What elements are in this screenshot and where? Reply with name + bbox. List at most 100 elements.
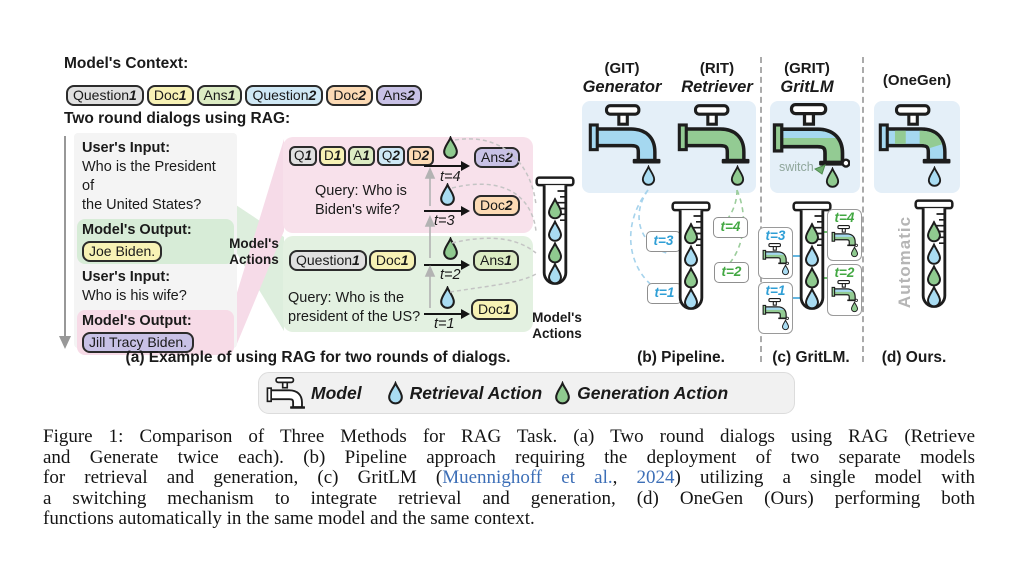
- generator-faucet-icon: [588, 104, 662, 166]
- chip-ans1-result: Ans1: [473, 250, 519, 271]
- arrow-t4: [424, 159, 470, 172]
- arrow-t2: [424, 258, 470, 271]
- onegen-drip-droplet: [927, 166, 942, 187]
- mini-faucet-icon: [762, 298, 789, 320]
- chip-doc1: Doc1: [146, 85, 194, 106]
- chip-ans2: Ans2: [376, 85, 422, 106]
- two-round-dialogs-label: Two round dialogs using RAG:: [64, 110, 291, 127]
- gritlm-t2-card: t=2: [827, 264, 862, 316]
- citation-year-link[interactable]: 2024: [636, 467, 675, 488]
- gritlm-t4-card: t=4: [827, 209, 862, 261]
- automatic-label: Automatic: [895, 215, 914, 309]
- citation-authors-link[interactable]: Muennighoff et al.: [442, 467, 613, 488]
- generator-title: (GIT) Generator: [582, 60, 662, 96]
- tube-a-actions-label: Model's Actions: [532, 310, 582, 341]
- retriever-faucet-icon: [677, 104, 751, 166]
- chip-d2: D2: [406, 146, 435, 166]
- caption-d: (d) Ours.: [881, 349, 947, 366]
- chip-doc2-result: Doc2: [473, 195, 520, 216]
- model-output1-value-chip: Joe Biden.: [82, 241, 163, 262]
- chip-doc2: Doc2: [326, 85, 374, 106]
- pipeline-t4-badge: t=4: [713, 217, 748, 238]
- caption-line1: Figure 1: Comparison of Three Methods fo…: [43, 426, 975, 447]
- round2-query-text: Query: Who is Biden's wife?: [315, 183, 407, 218]
- pipeline-t2-badge: t=2: [714, 262, 749, 283]
- test-tube-a: [535, 176, 575, 306]
- chip-doc1-r1: Doc1: [368, 250, 416, 271]
- chip-q2: Q2: [376, 146, 405, 166]
- caption-line2: and Generate twice each). (b) Pipeline a…: [43, 446, 975, 468]
- t3-label: t=3: [434, 213, 455, 229]
- arrow-t1: [424, 307, 470, 320]
- chip-question2: Question2: [245, 85, 324, 106]
- flow-ribbons: [236, 139, 284, 346]
- model-output2-block: Model's Output: Jill Tracy Biden.: [77, 310, 234, 355]
- gritlm-faucet-icon: [772, 103, 850, 168]
- mini-faucet-icon: [762, 243, 789, 265]
- figure-caption: Figure 1: Comparison of Three Methods fo…: [43, 426, 975, 530]
- round1-context-chips: Question1 Doc1: [289, 250, 416, 271]
- legend-generation-label: Generation Action: [577, 382, 729, 403]
- test-tube-b: [671, 201, 711, 331]
- chip-ans1: Ans1: [196, 85, 243, 106]
- round2-context-chips: Q1 D1 A1 Q2 D2: [289, 146, 435, 166]
- separator-b-c: [760, 57, 762, 362]
- model-faucet-icon: [266, 377, 306, 410]
- pipeline-t1-badge: t=1: [647, 283, 682, 304]
- model-output2-label: Model's Output:: [82, 313, 192, 329]
- test-tube-d: [914, 199, 954, 329]
- round1-query-text: Query: Who is the president of the US?: [288, 290, 421, 325]
- model-output1-block: Model's Output: Joe Biden.: [77, 219, 234, 264]
- user-input1-text-line1: Who is the President of: [82, 159, 216, 194]
- chip-question1-r1: Question1: [289, 250, 367, 271]
- mini-droplet-generation: [850, 301, 859, 313]
- retrieval-droplet-icon: [387, 381, 403, 404]
- mini-faucet-icon: [831, 225, 858, 247]
- chip-question1: Question1: [66, 85, 144, 106]
- onegen-faucet-icon: [878, 104, 952, 166]
- caption-line3: for retrieval and generation, (c) GritLM…: [43, 467, 975, 488]
- caption-c: (c) GritLM.: [772, 349, 850, 366]
- mini-droplet-retrieval: [781, 319, 790, 331]
- legend-model-label: Model: [311, 382, 362, 403]
- mini-droplet-retrieval: [781, 264, 790, 276]
- model-actions-label: Model's Actions: [229, 236, 279, 267]
- mini-droplet-generation: [850, 246, 859, 258]
- caption-line4: a switching mechanism to integrate retri…: [43, 487, 975, 509]
- dialog-history-box: User's Input: Who is the President of th…: [74, 133, 237, 355]
- chip-d1: D1: [319, 146, 347, 166]
- context-chip-row: Question1 Doc1 Ans1 Question2 Doc2 Ans2: [66, 85, 422, 106]
- user-input2-label: User's Input:: [82, 269, 171, 285]
- model-output2-value-chip: Jill Tracy Biden.: [82, 332, 195, 353]
- model-context-label: Model's Context:: [64, 55, 189, 72]
- chip-doc1-result: Doc1: [471, 299, 518, 320]
- caption-line5: functions automatically in the same mode…: [43, 508, 535, 529]
- user-input1-label: User's Input:: [82, 140, 171, 156]
- generation-droplet-icon: [555, 381, 571, 404]
- arrow-t3: [424, 204, 470, 217]
- caption-a: (a) Example of using RAG for two rounds …: [125, 349, 511, 366]
- action-flow-curves-a: [450, 138, 537, 293]
- model-output1-label: Model's Output:: [82, 222, 192, 238]
- onegen-title: (OneGen): [882, 72, 952, 89]
- user-input2-text: Who is his wife?: [82, 288, 187, 304]
- t2-label: t=2: [440, 267, 461, 283]
- link-t3: [790, 255, 804, 257]
- legend-retrieval-label: Retrieval Action: [409, 382, 543, 403]
- t1-label: t=1: [434, 316, 455, 332]
- chip-q1: Q1: [289, 146, 318, 166]
- caption-b: (b) Pipeline.: [637, 349, 725, 366]
- link-t1: [790, 297, 804, 299]
- generator-drip-droplet: [641, 165, 656, 186]
- switch-label: switch: [779, 160, 814, 174]
- mini-faucet-icon: [831, 280, 858, 302]
- retriever-drip-droplet: [730, 165, 745, 186]
- gritlm-drip-droplet: [825, 167, 840, 188]
- gritlm-t1-card: t=1: [758, 282, 793, 334]
- switch-cursor-icon: [814, 164, 826, 175]
- separator-c-d: [862, 57, 864, 362]
- gritlm-title: (GRIT) GritLM: [780, 60, 834, 96]
- retriever-title: (RIT) Retriever: [681, 60, 753, 96]
- sequence-up-arrows: [424, 167, 436, 308]
